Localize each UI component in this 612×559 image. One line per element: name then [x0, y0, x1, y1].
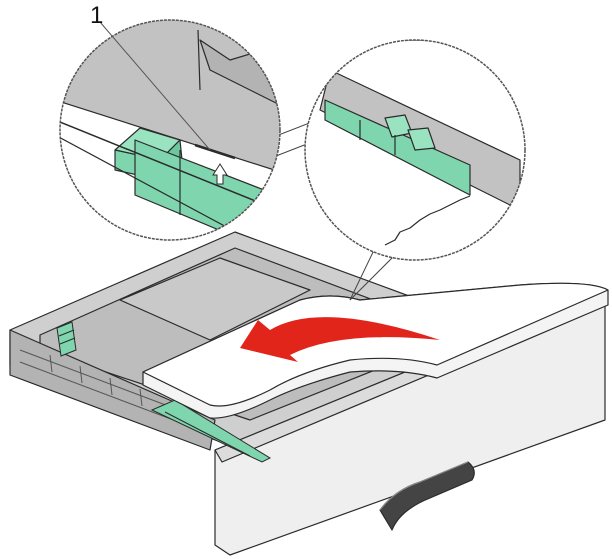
callout-1-leader	[99, 21, 211, 151]
up-arrow-icon	[212, 163, 228, 185]
detail-circle-guide	[304, 39, 526, 261]
load-direction-arrow-icon	[240, 317, 440, 362]
paper-tray	[9, 231, 608, 556]
fill-limit-line	[194, 143, 236, 160]
callout-number-1: 1	[90, 2, 104, 29]
paper-stack	[142, 282, 609, 419]
detail-circle-fill-line	[59, 19, 281, 241]
width-guide-front	[150, 399, 272, 463]
rear-guide-tab	[56, 321, 77, 357]
